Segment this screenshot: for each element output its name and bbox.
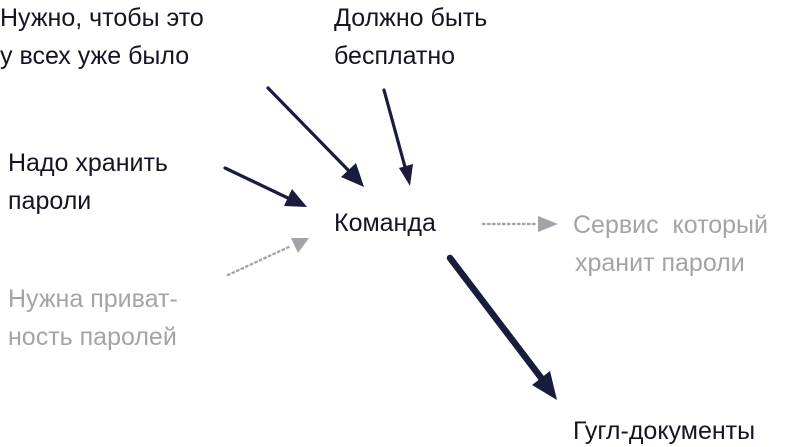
node-privacy-line-1: Нужна приват- <box>8 285 178 313</box>
node-must-be-free: Должно быть бесплатно <box>334 0 487 75</box>
arrow-team-to-google-docs <box>446 254 557 400</box>
node-password-service-line-2: хранит пароли <box>575 249 745 277</box>
node-need-everyone-line-1: Нужно, чтобы это <box>0 4 204 32</box>
node-need-everyone: Нужно, чтобы это у всех уже было <box>0 0 204 75</box>
node-password-service: Сервис который хранит пароли <box>573 206 768 282</box>
node-need-everyone-line-2: у всех уже было <box>0 42 190 70</box>
arrow-must-be-free-to-team <box>382 88 413 186</box>
arrow-store-passwords-to-team <box>223 166 307 207</box>
node-privacy-line-2: ность паролей <box>8 323 177 351</box>
node-team-line-1: Команда <box>334 209 436 237</box>
arrow-team-to-password-service <box>481 216 558 232</box>
node-google-docs: Гугл-документы <box>573 412 755 447</box>
node-google-docs-line-1: Гугл-документы <box>573 417 756 445</box>
node-must-be-free-line-2: бесплатно <box>334 42 456 70</box>
node-store-passwords-line-2: пароли <box>8 187 92 215</box>
node-store-passwords: Надо хранить пароли <box>8 144 168 220</box>
node-store-passwords-line-1: Надо хранить <box>8 149 168 177</box>
node-team: Команда <box>334 204 436 242</box>
node-password-service-line-1: Сервис который <box>573 211 768 239</box>
node-must-be-free-line-1: Должно быть <box>334 4 488 32</box>
node-privacy: Нужна приват- ность паролей <box>8 280 178 356</box>
arrow-privacy-to-team <box>226 238 309 277</box>
arrow-need-everyone-to-team <box>266 86 364 187</box>
